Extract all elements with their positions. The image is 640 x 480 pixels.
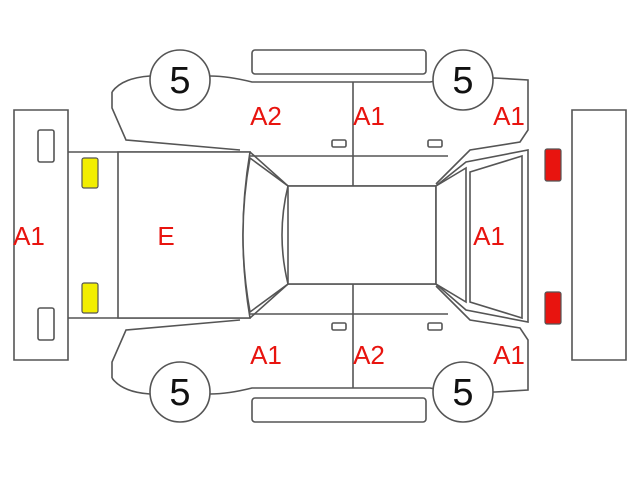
tire-rear-top-label: 5 — [452, 60, 473, 102]
tire-rear-top[interactable]: 5 — [432, 49, 494, 111]
code-front-right-door: A1 — [250, 340, 282, 370]
taillight-bottom — [544, 291, 562, 325]
front-bumper[interactable] — [13, 109, 69, 361]
bottom-side-rocker[interactable] — [251, 397, 427, 423]
top-side-rocker[interactable] — [251, 49, 427, 75]
code-front-bumper: A1 — [13, 221, 45, 251]
windshield — [242, 156, 289, 314]
top-view-body[interactable] — [68, 149, 529, 323]
roof-panel — [287, 185, 437, 285]
code-rear-left-door: A1 — [353, 101, 385, 131]
headlight-bottom — [81, 282, 99, 314]
trunk-panel — [469, 154, 523, 320]
tire-front-top[interactable]: 5 — [149, 49, 211, 111]
tire-front-top-label: 5 — [169, 60, 190, 102]
hood-panel — [117, 151, 251, 319]
tire-rear-bottom-label: 5 — [452, 372, 473, 414]
code-front-left-door: A2 — [250, 101, 282, 131]
rear-bumper[interactable] — [571, 109, 627, 361]
tire-front-bottom-label: 5 — [169, 372, 190, 414]
tire-rear-bottom[interactable]: 5 — [432, 361, 494, 423]
code-trunk: A1 — [473, 221, 505, 251]
code-rear-left-quarter: A1 — [493, 101, 525, 131]
tire-front-bottom[interactable]: 5 — [149, 361, 211, 423]
top-side-profile[interactable] — [111, 75, 529, 186]
rear-window — [435, 166, 467, 304]
taillight-top — [544, 148, 562, 182]
code-hood: E — [157, 221, 174, 251]
headlight-top — [81, 157, 99, 189]
code-rear-right-door: A2 — [353, 340, 385, 370]
code-rear-right-quarter: A1 — [493, 340, 525, 370]
